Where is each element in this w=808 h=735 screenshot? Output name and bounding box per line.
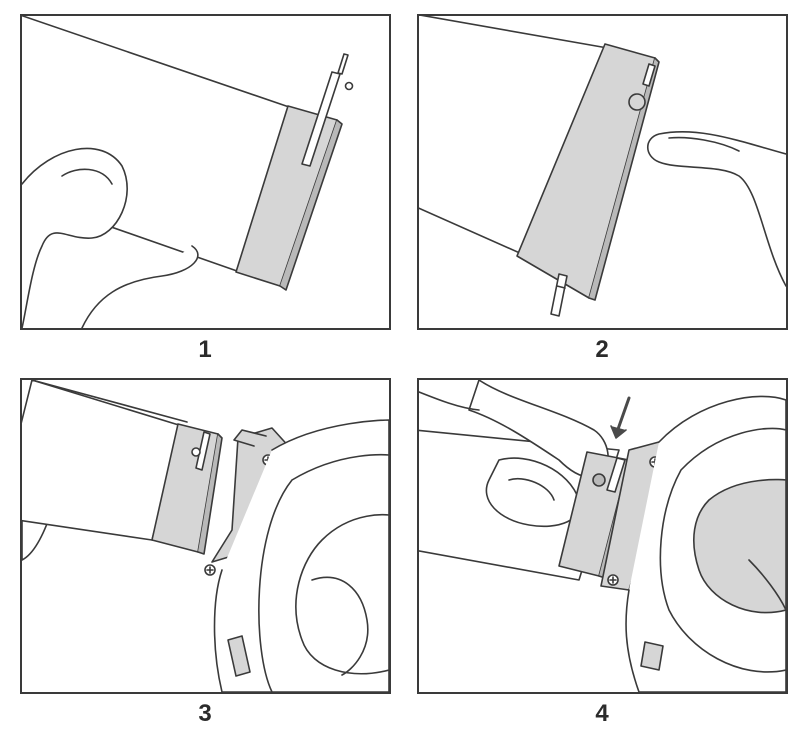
pin-knob bbox=[628, 93, 646, 111]
step-1-illustration bbox=[22, 16, 354, 328]
watch-dial-opening bbox=[295, 513, 389, 675]
fingertip bbox=[646, 131, 786, 287]
spring-bar-top bbox=[642, 63, 656, 87]
step-2-number: 2 bbox=[595, 336, 609, 363]
step-2-panel bbox=[417, 14, 788, 330]
thumb bbox=[485, 457, 581, 527]
watch-strap bbox=[22, 380, 183, 541]
step-4-illustration bbox=[419, 380, 786, 692]
step-1-number: 1 bbox=[198, 336, 212, 363]
step-3-illustration bbox=[22, 380, 389, 692]
step-3-number: 3 bbox=[198, 700, 212, 727]
step-4-panel bbox=[417, 378, 788, 694]
step-4-number: 4 bbox=[595, 700, 609, 727]
step-3-panel bbox=[20, 378, 391, 694]
watch-dial bbox=[693, 478, 786, 614]
push-arrow bbox=[615, 396, 631, 434]
watch-crown bbox=[640, 641, 664, 671]
thumb bbox=[22, 147, 128, 328]
spring-bar-bottom bbox=[550, 273, 568, 317]
step-2-illustration bbox=[419, 16, 786, 317]
step-1-panel bbox=[20, 14, 391, 330]
watch-crown bbox=[227, 635, 251, 677]
